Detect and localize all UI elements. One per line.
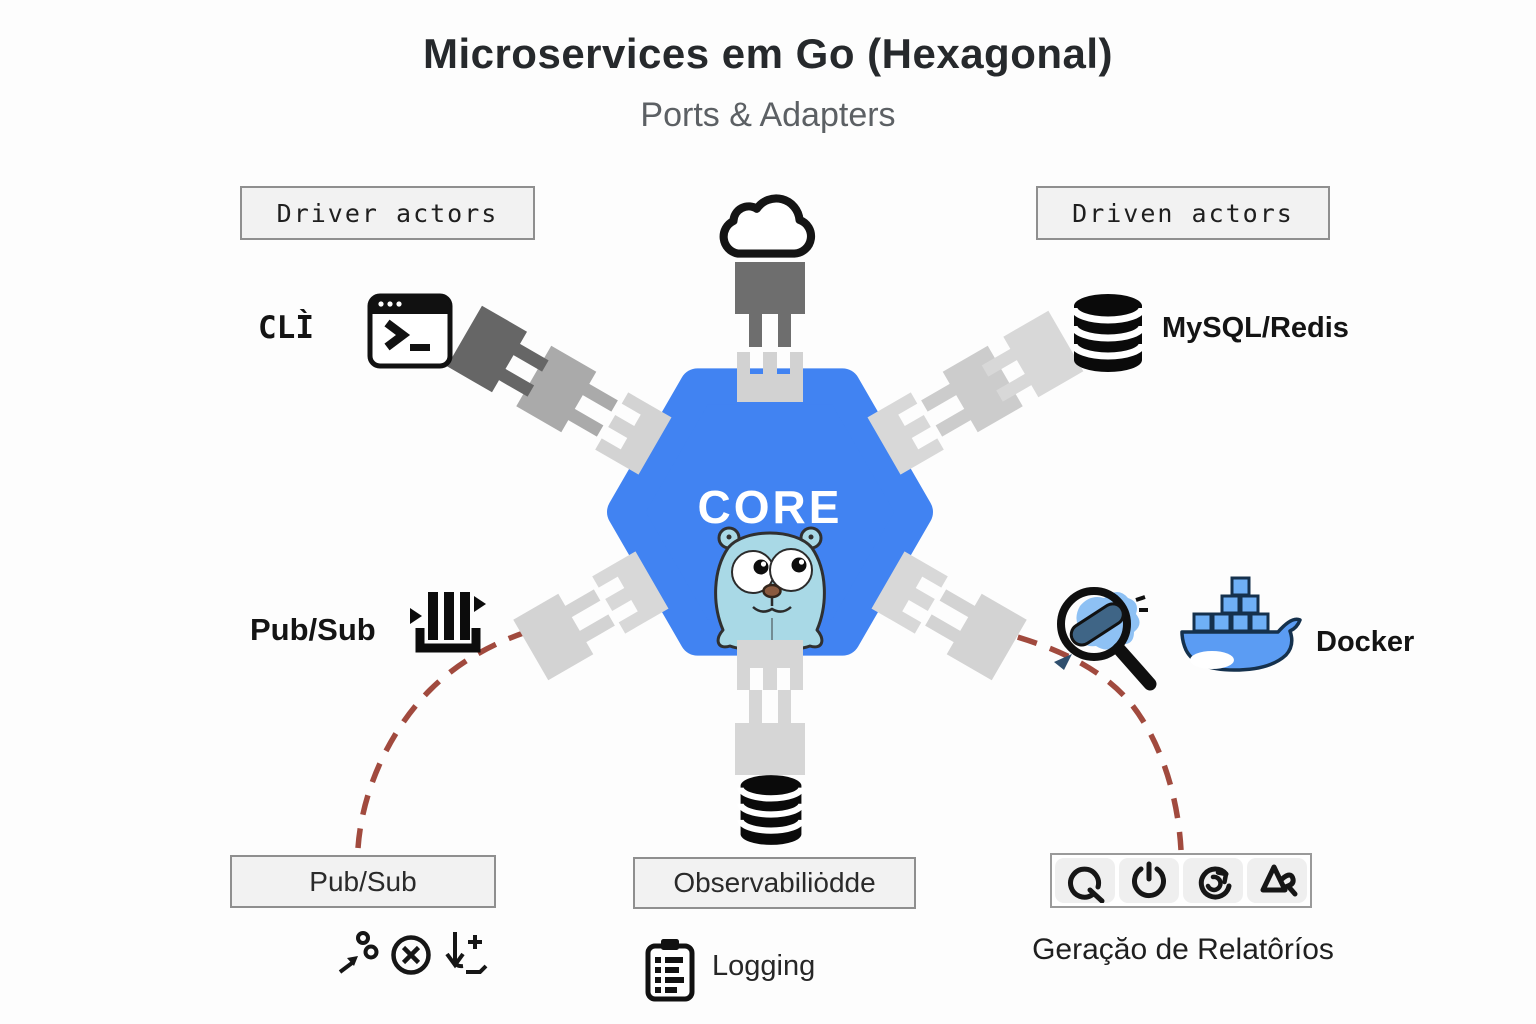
connector-south <box>735 640 805 775</box>
logging-label: Logging <box>712 950 816 982</box>
pubsub-box-label: Pub/Sub <box>309 865 417 897</box>
connector-northeast <box>867 310 1084 475</box>
connector-north <box>735 262 805 402</box>
connector-northwest <box>446 305 672 475</box>
reports-toolbar <box>1050 853 1312 908</box>
power-icon <box>1132 861 1166 898</box>
driven-actors-label: Driven actors <box>1072 198 1294 228</box>
docker-whale-icon <box>1180 576 1302 672</box>
toolbar-cell <box>1119 858 1179 903</box>
cloud-icon <box>719 194 816 258</box>
reload-icon <box>1198 866 1232 900</box>
terminal-icon <box>367 293 453 369</box>
download-plus-icon <box>445 932 488 974</box>
dashed-link-right <box>984 625 1184 851</box>
toolbar-cell <box>1183 858 1243 903</box>
refresh-search-icon <box>1068 866 1105 903</box>
toolbar-cell <box>1247 858 1307 903</box>
route-icon <box>338 931 379 974</box>
docker-label: Docker <box>1316 626 1415 658</box>
driven-actors-box: Driven actors <box>1036 186 1330 240</box>
observability-database-icon <box>737 775 805 845</box>
toolbar-cell <box>1055 858 1115 903</box>
reports-caption: Geraçăo de Relatôríos <box>1032 933 1334 966</box>
core-hexagon <box>607 368 933 656</box>
page-title: Microservices em Go (Hexagonal) <box>422 30 1114 77</box>
dashed-link-left <box>355 619 561 849</box>
clipboard-checklist-icon <box>645 939 695 1002</box>
driver-actors-label: Driver actors <box>276 198 499 228</box>
circled-x-icon <box>391 935 431 975</box>
cli-label: CLÌ <box>258 310 314 346</box>
driver-actors-box: Driver actors <box>240 186 535 240</box>
core-label: CORE <box>697 481 843 533</box>
report-triangle-icon <box>1260 864 1298 896</box>
pubsub-box: Pub/Sub <box>230 855 496 908</box>
magnifier-whale-icon <box>1054 587 1157 691</box>
message-queue-icon <box>410 592 486 653</box>
observability-box: Observabiliȯdde <box>633 857 916 909</box>
gopher-mascot <box>714 526 826 652</box>
mysql-database-icon <box>1070 294 1146 372</box>
page-subtitle: Ports & Adapters <box>640 96 896 134</box>
observability-label: Observabiliȯdde <box>673 867 876 898</box>
pubsub-label-left: Pub/Sub <box>250 612 376 647</box>
mysql-redis-label: MySQL/Redis <box>1162 312 1349 344</box>
